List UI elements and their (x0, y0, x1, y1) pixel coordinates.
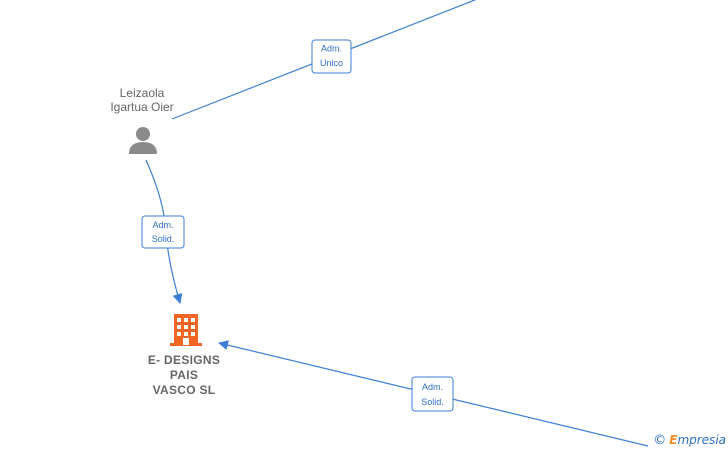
company-name-label[interactable]: E- DESIGNS PAIS VASCO SL (134, 353, 234, 398)
company-name-line1: E- DESIGNS (147, 353, 221, 367)
edge-label-line2: Unico (320, 58, 343, 68)
edge-label-line2: Solid. (421, 397, 444, 407)
person-name-line1: Leizaola (119, 86, 165, 100)
edge-label-adm-unico[interactable]: Adm. Unico (311, 39, 352, 74)
company-name-line2: PAIS (169, 368, 199, 382)
edge-label-line1: Adm. (422, 382, 443, 392)
company-name-line3: VASCO SL (152, 383, 216, 397)
person-icon[interactable] (129, 127, 157, 154)
brand-rest: mpresia (677, 433, 726, 447)
person-name-label[interactable]: Leizaola Igartua Oier (90, 86, 194, 114)
copyright-symbol: © (653, 433, 667, 448)
brand-initial: E (669, 433, 678, 447)
empresia-watermark: ©Empresia (653, 433, 726, 448)
edge-label-adm-solid-2[interactable]: Adm. Solid. (411, 376, 454, 412)
building-icon[interactable] (170, 314, 202, 346)
edge-label-line1: Adm. (152, 220, 173, 230)
edge-label-line1: Adm. (321, 44, 342, 54)
edge-label-adm-solid-1[interactable]: Adm. Solid. (141, 215, 185, 249)
edge-label-line2: Solid. (152, 234, 175, 244)
person-name-line2: Igartua Oier (110, 100, 174, 114)
